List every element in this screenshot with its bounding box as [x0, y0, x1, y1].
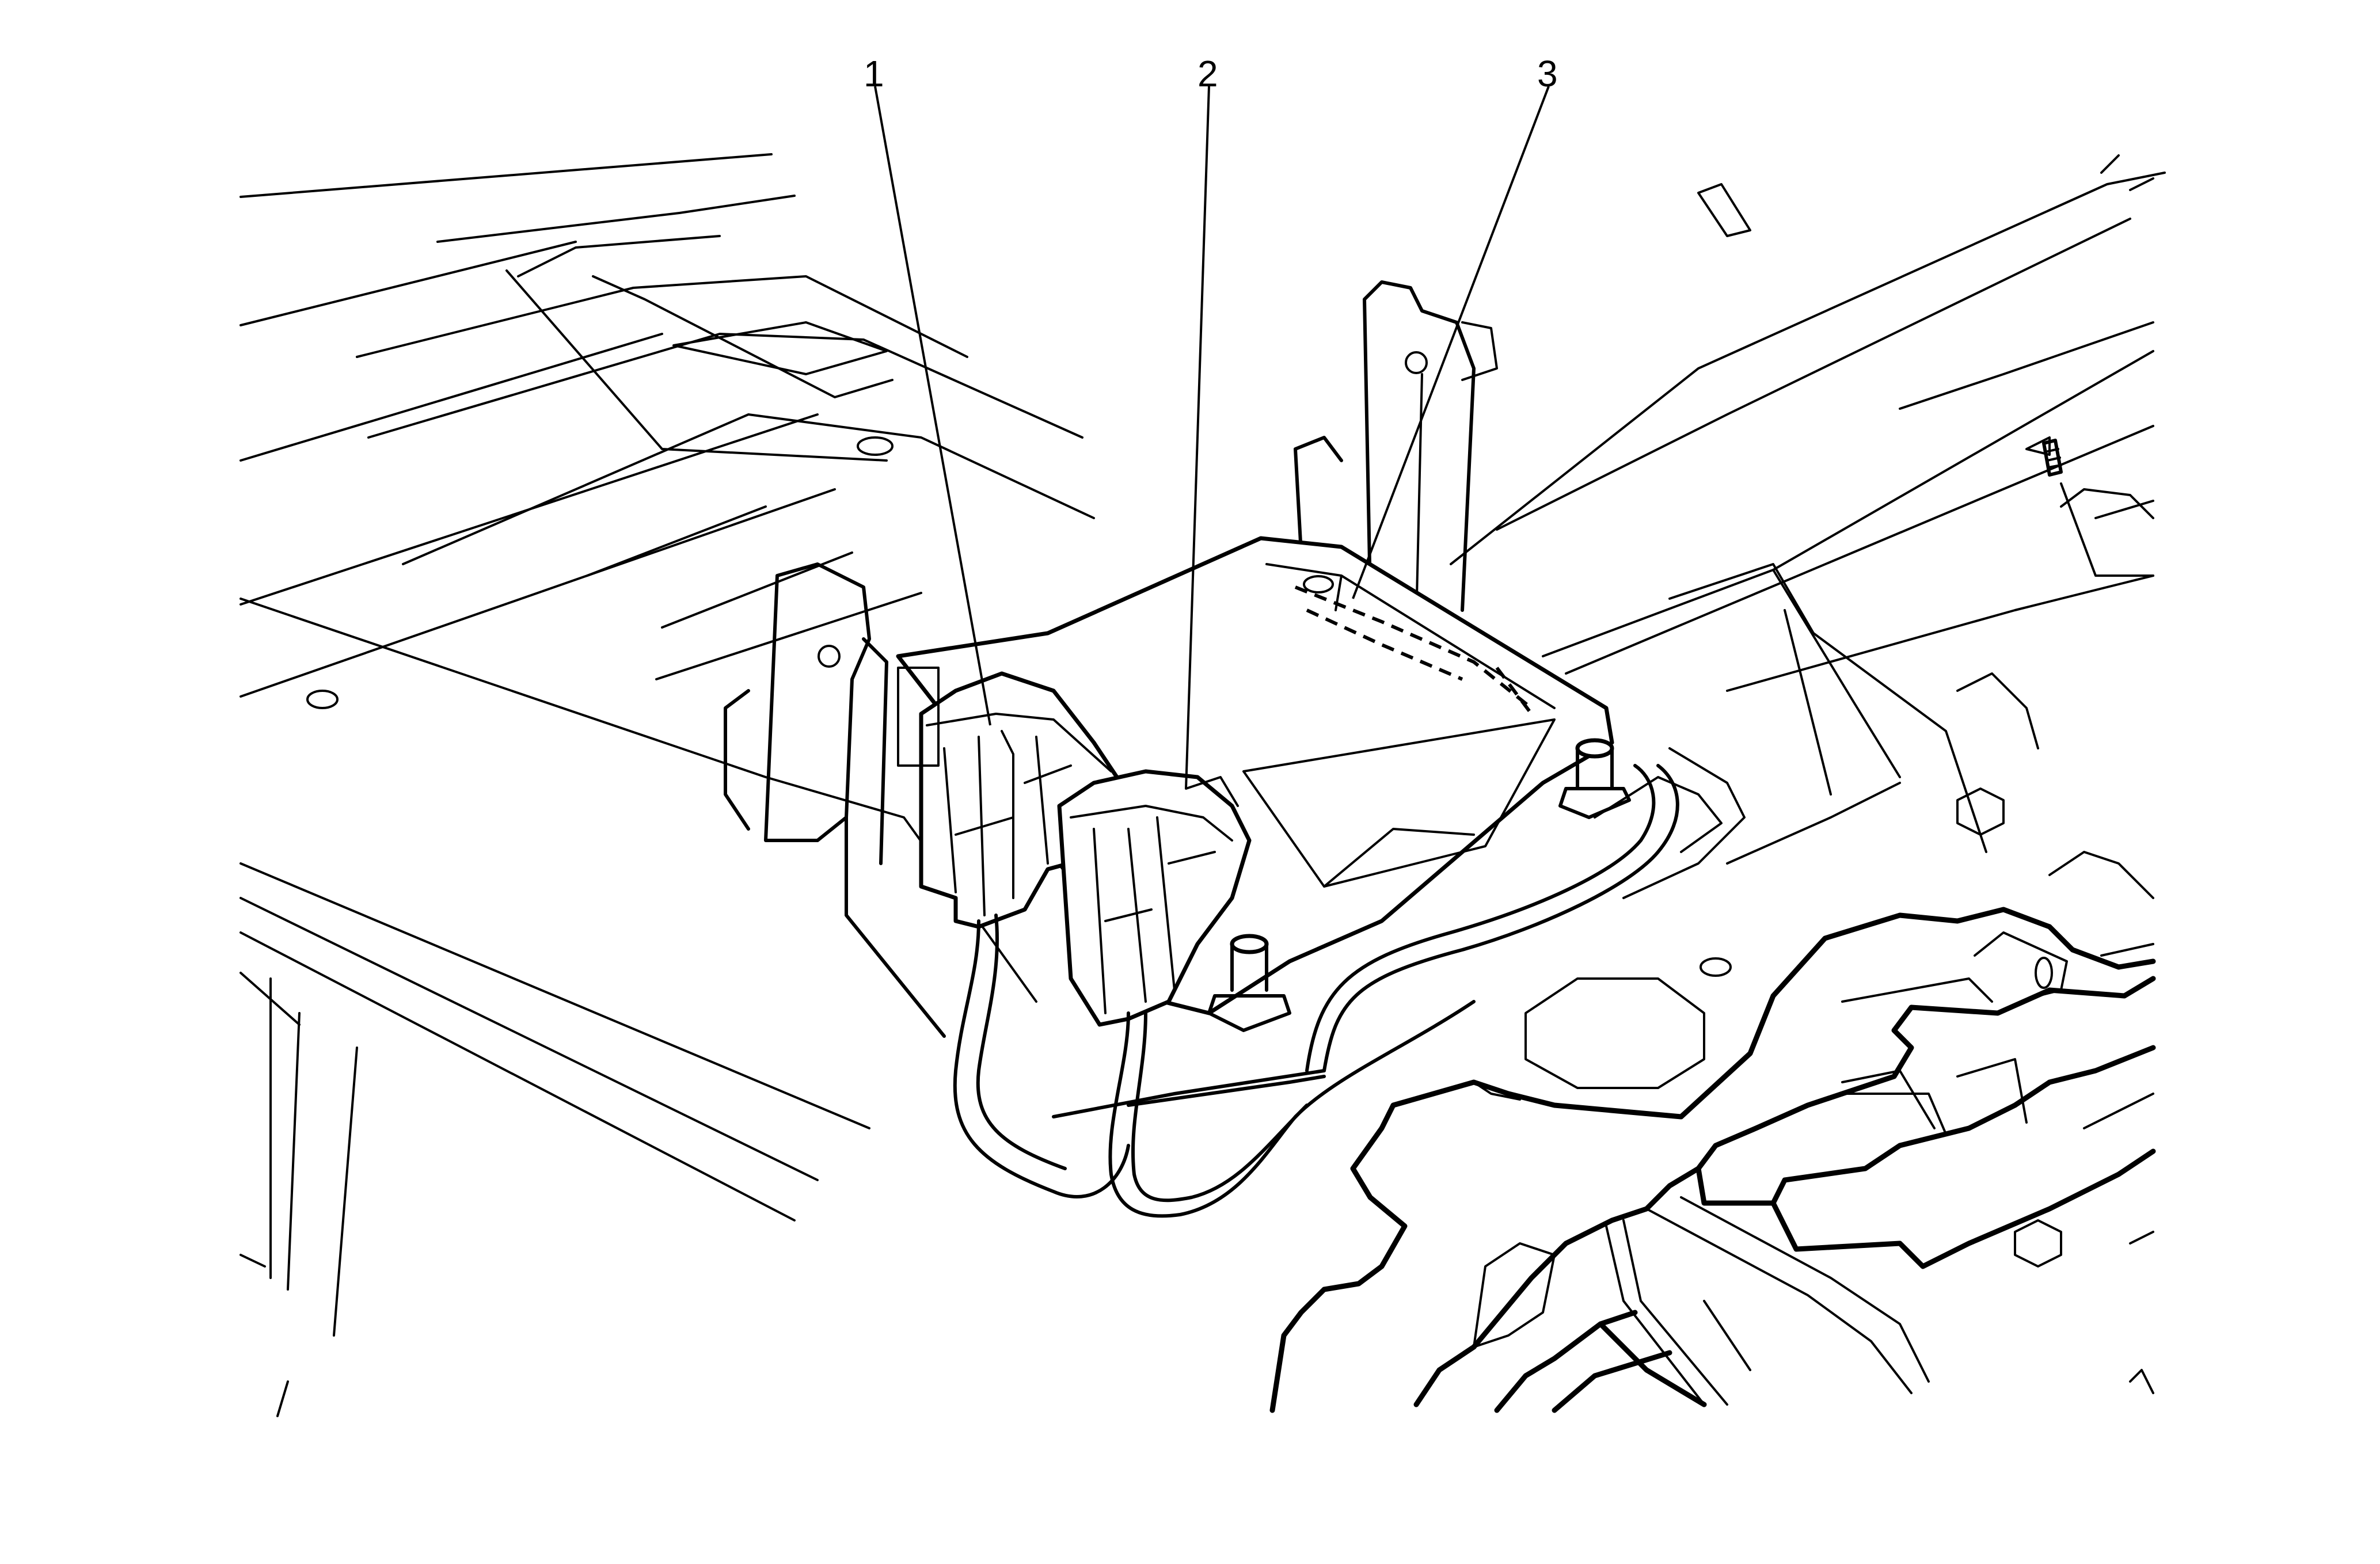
- callout-label-2: 2: [1197, 53, 1218, 94]
- callout-2: 2: [1185, 53, 1218, 789]
- leader-line-2: [1185, 86, 1210, 789]
- mounting-bracket-left: [724, 562, 946, 1038]
- leader-line-3: [1352, 86, 1550, 599]
- callout-label-1: 1: [864, 53, 884, 94]
- callout-1: 1: [864, 53, 991, 726]
- wiring-harness: [953, 747, 1746, 1218]
- callout-label-3: 3: [1537, 53, 1558, 94]
- floor-panel-left: [239, 153, 1095, 1417]
- connector-2: [1057, 769, 1252, 1027]
- leader-line-1: [874, 86, 991, 726]
- callout-3: 3: [1352, 53, 1558, 599]
- screw: [2042, 439, 2063, 477]
- floor-crossmember: [1269, 907, 2156, 1413]
